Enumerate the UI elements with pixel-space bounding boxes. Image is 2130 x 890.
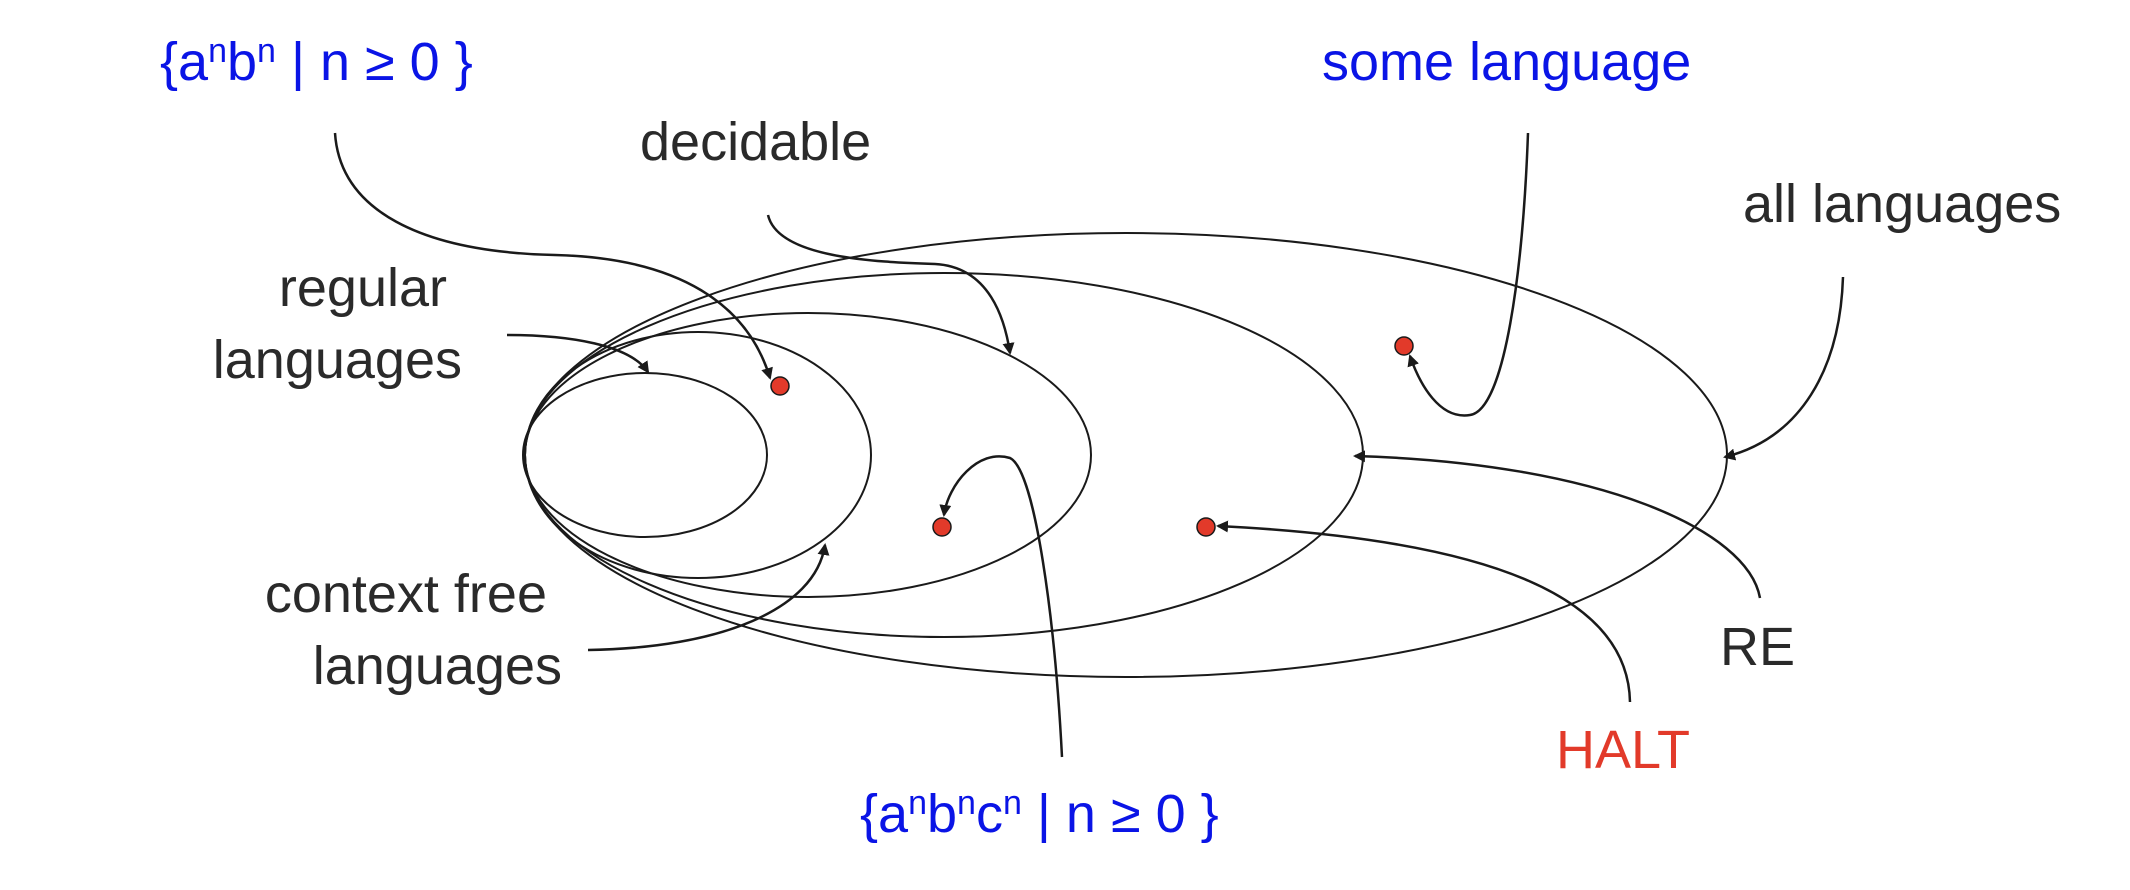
regular-pointer-arrow	[506, 333, 650, 374]
re-pointer-arrow	[1353, 450, 1762, 599]
regular-languages-label: regular languages	[213, 258, 462, 390]
context-free-label-line1: context free	[265, 564, 547, 624]
some-language-point	[1394, 336, 1414, 356]
re-set	[524, 272, 1364, 638]
anbn-point	[770, 376, 790, 396]
context-free-label-line2: languages	[313, 636, 562, 696]
regular-label-line2: languages	[213, 330, 462, 390]
context-free-languages-set	[524, 331, 872, 579]
anbn-pointer-arrow	[333, 132, 773, 380]
regular-label-line1: regular	[279, 258, 447, 318]
halt-label: HALT	[1556, 720, 1690, 780]
anbncn-pointer-arrow	[939, 455, 1064, 758]
regular-languages-set	[522, 372, 768, 538]
decidable-label: decidable	[640, 112, 871, 172]
all-languages-set	[524, 232, 1728, 678]
some-language-pointer-arrow	[1407, 132, 1530, 417]
anbncn-label: {anbncn | n ≥ 0 }	[860, 784, 1219, 844]
context-free-pointer-arrow	[587, 543, 830, 652]
decidable-pointer-arrow	[766, 214, 1015, 355]
halt-point	[1196, 517, 1216, 537]
halt-pointer-arrow	[1216, 520, 1632, 703]
anbncn-point	[932, 517, 952, 537]
decidable-set	[524, 312, 1092, 598]
re-label: RE	[1720, 617, 1795, 677]
anbn-label: {anbn | n ≥ 0 }	[160, 32, 473, 92]
all-languages-pointer-arrow	[1723, 276, 1845, 461]
some-language-label: some language	[1322, 32, 1691, 92]
all-languages-label: all languages	[1743, 174, 2061, 234]
context-free-languages-label: context free languages	[265, 564, 562, 696]
